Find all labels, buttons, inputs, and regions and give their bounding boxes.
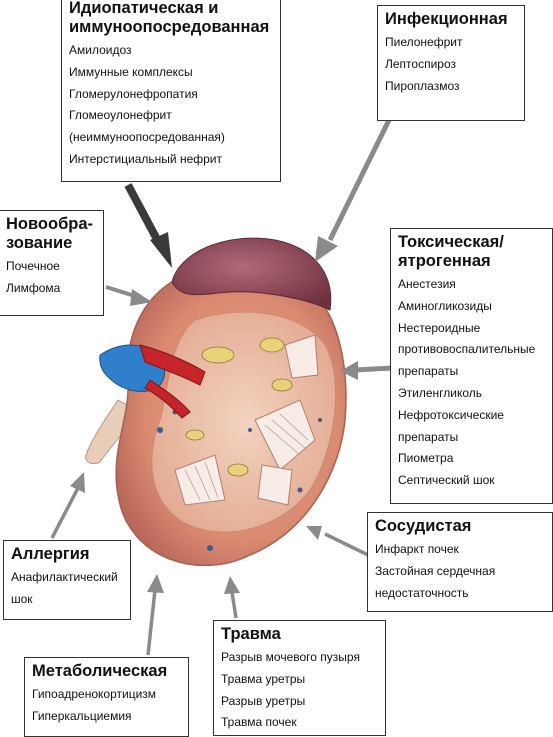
category-title: Новообра- зование	[6, 215, 96, 253]
title-line: Аллергия	[11, 545, 90, 563]
cause-item: Инфаркт почек	[375, 542, 459, 556]
cause-item: Нестероидные	[398, 320, 481, 335]
renal-artery	[139, 344, 206, 386]
arrow-idiopathic	[124, 183, 172, 268]
category-items: Анестезия Аминогликозиды Нестероидные пр…	[398, 274, 545, 492]
arrow-toxic	[340, 361, 393, 380]
cause-item: Нефротоксические	[398, 407, 504, 422]
cause-item: противовоспалительные	[398, 342, 536, 357]
cause-item: Разрыв мочевого пузыря	[221, 650, 360, 664]
cause-item: Гипоадренокортицизм	[32, 687, 157, 701]
cause-item: Пиелонефрит	[385, 35, 463, 49]
title-line: Метаболическая	[32, 662, 168, 680]
cause-item: недостаточность	[375, 585, 469, 600]
title-line: Инфекционная	[385, 10, 508, 28]
title-line: иммуноопосредованная	[69, 18, 270, 36]
title-line: Травма	[221, 625, 281, 643]
category-box-allergy: Аллергия Анафилактический шок	[3, 540, 131, 620]
cause-item: препараты	[398, 429, 459, 444]
title-line: Новообра-	[6, 215, 94, 233]
arrow-metabolic	[146, 574, 164, 656]
category-title: Сосудистая	[375, 517, 545, 536]
category-box-vascular: Сосудистая Инфаркт почек Застойная серде…	[367, 512, 553, 612]
renal-artery-branch	[144, 379, 191, 419]
cause-item: препараты	[398, 364, 459, 379]
category-items: Инфаркт почек Застойная сердечная недост…	[375, 539, 545, 604]
category-items: Разрыв мочевого пузыря Травма уретры Раз…	[221, 647, 378, 734]
category-box-neoplasm: Новообра- зование Почечное Лимфома	[0, 210, 104, 316]
category-items: Почечное Лимфома	[6, 256, 96, 300]
cause-item: Застойная сердечная	[375, 563, 496, 578]
arrow-allergy	[50, 472, 85, 539]
cause-item: Травма уретры	[221, 671, 306, 686]
cause-item: Интерстициальный нефрит	[69, 151, 222, 166]
cause-item: Травма почек	[221, 715, 297, 730]
cause-item: Септический шок	[398, 473, 495, 488]
arrow-infectious	[315, 116, 393, 262]
pyramid-stripes	[184, 413, 309, 501]
renal-pyramids	[174, 334, 319, 506]
cause-item: Анестезия	[398, 277, 456, 291]
cause-item: Аминогликозиды	[398, 298, 492, 313]
title-line: Токсическая/	[398, 233, 504, 251]
category-items: Пиелонефрит Лептоспироз Пироплазмоз	[385, 32, 517, 97]
arrow-vascular	[306, 526, 369, 557]
cause-item: Пиометра	[398, 451, 454, 466]
category-box-trauma: Травма Разрыв мочевого пузыря Травма уре…	[213, 620, 386, 736]
cause-item: Лептоспироз	[385, 56, 456, 71]
cause-item: (неиммуноопосредованная)	[69, 130, 225, 145]
kidney-cap	[171, 237, 332, 311]
category-title: Инфекционная	[385, 10, 517, 29]
cause-item: Анафилактический	[11, 570, 118, 584]
category-title: Токсическая/ ятрогенная	[398, 233, 545, 271]
title-line: ятрогенная	[398, 252, 491, 270]
category-items: Анафилактический шок	[11, 567, 123, 611]
papillae	[185, 337, 293, 477]
title-line: Идиопатическая и	[69, 0, 219, 17]
cause-item: Гломеоулонефрит	[69, 108, 172, 123]
arrow-trauma	[224, 576, 240, 619]
category-items: Гипоадренокортицизм Гиперкальциемия	[32, 684, 181, 728]
category-box-idiopathic: Идиопатическая и иммуноопосредованная Ам…	[61, 0, 281, 182]
category-title: Метаболическая	[32, 662, 181, 681]
title-line: зование	[6, 234, 73, 252]
cause-item: Иммунные комплексы	[69, 64, 193, 79]
category-box-infectious: Инфекционная Пиелонефрит Лептоспироз Пир…	[377, 5, 525, 121]
cause-item: Амилоидоз	[69, 43, 132, 57]
title-line: Сосудистая	[375, 517, 472, 535]
cause-item: Гиперкальциемия	[32, 708, 132, 723]
category-box-metabolic: Метаболическая Гипоадренокортицизм Гипер…	[24, 657, 189, 737]
category-box-toxic: Токсическая/ ятрогенная Анестезия Аминог…	[390, 228, 553, 504]
cause-item: Гломерулонефропатия	[69, 86, 198, 101]
category-title: Аллергия	[11, 545, 123, 564]
arrow-neoplasm	[105, 285, 152, 306]
cause-item: Лимфома	[6, 280, 61, 295]
category-title: Травма	[221, 625, 378, 644]
category-items: Амилоидоз Иммунные комплексы Гломерулоне…	[69, 40, 273, 171]
cause-item: Почечное	[6, 259, 60, 273]
cause-item: Этиленгликоль	[398, 385, 482, 400]
cause-item: Пироплазмоз	[385, 78, 460, 93]
category-title: Идиопатическая и иммуноопосредованная	[69, 0, 273, 37]
cause-item: Разрыв уретры	[221, 693, 306, 708]
cause-item: шок	[11, 591, 33, 606]
